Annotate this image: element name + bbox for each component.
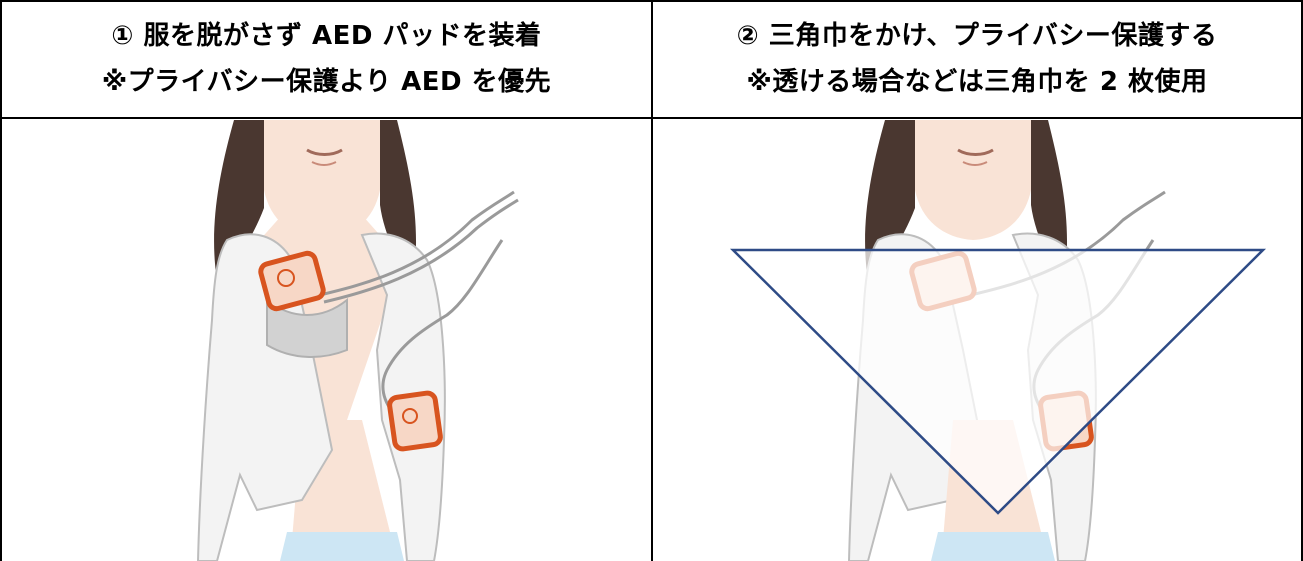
panel-2-title: ② 三角巾をかけ、プライバシー保護する bbox=[736, 21, 1218, 51]
triangle-cloth-illustration bbox=[729, 120, 1267, 561]
table-header-divider bbox=[0, 117, 1303, 119]
panel-1-title: ① 服を脱がさず AED パッドを装着 bbox=[111, 21, 542, 51]
panel-2-illustration bbox=[653, 120, 1301, 561]
aed-pad-upper bbox=[258, 250, 326, 312]
table-border-left bbox=[0, 0, 2, 561]
table-column-divider bbox=[651, 0, 653, 561]
panel-2-subtitle: ※透ける場合などは三角巾を 2 枚使用 bbox=[746, 67, 1208, 97]
triangle-cloth bbox=[729, 248, 1267, 515]
panel-2-header: ② 三角巾をかけ、プライバシー保護する ※透ける場合などは三角巾を 2 枚使用 bbox=[653, 1, 1301, 117]
table-border-right bbox=[1301, 0, 1303, 561]
panel-1-subtitle: ※プライバシー保護より AED を優先 bbox=[101, 67, 552, 97]
panel-1-header: ① 服を脱がさず AED パッドを装着 ※透ける場合などは三角巾を 2 枚使用 … bbox=[2, 1, 651, 117]
panel-1-illustration bbox=[2, 120, 651, 561]
pads-applied-illustration bbox=[196, 120, 519, 561]
